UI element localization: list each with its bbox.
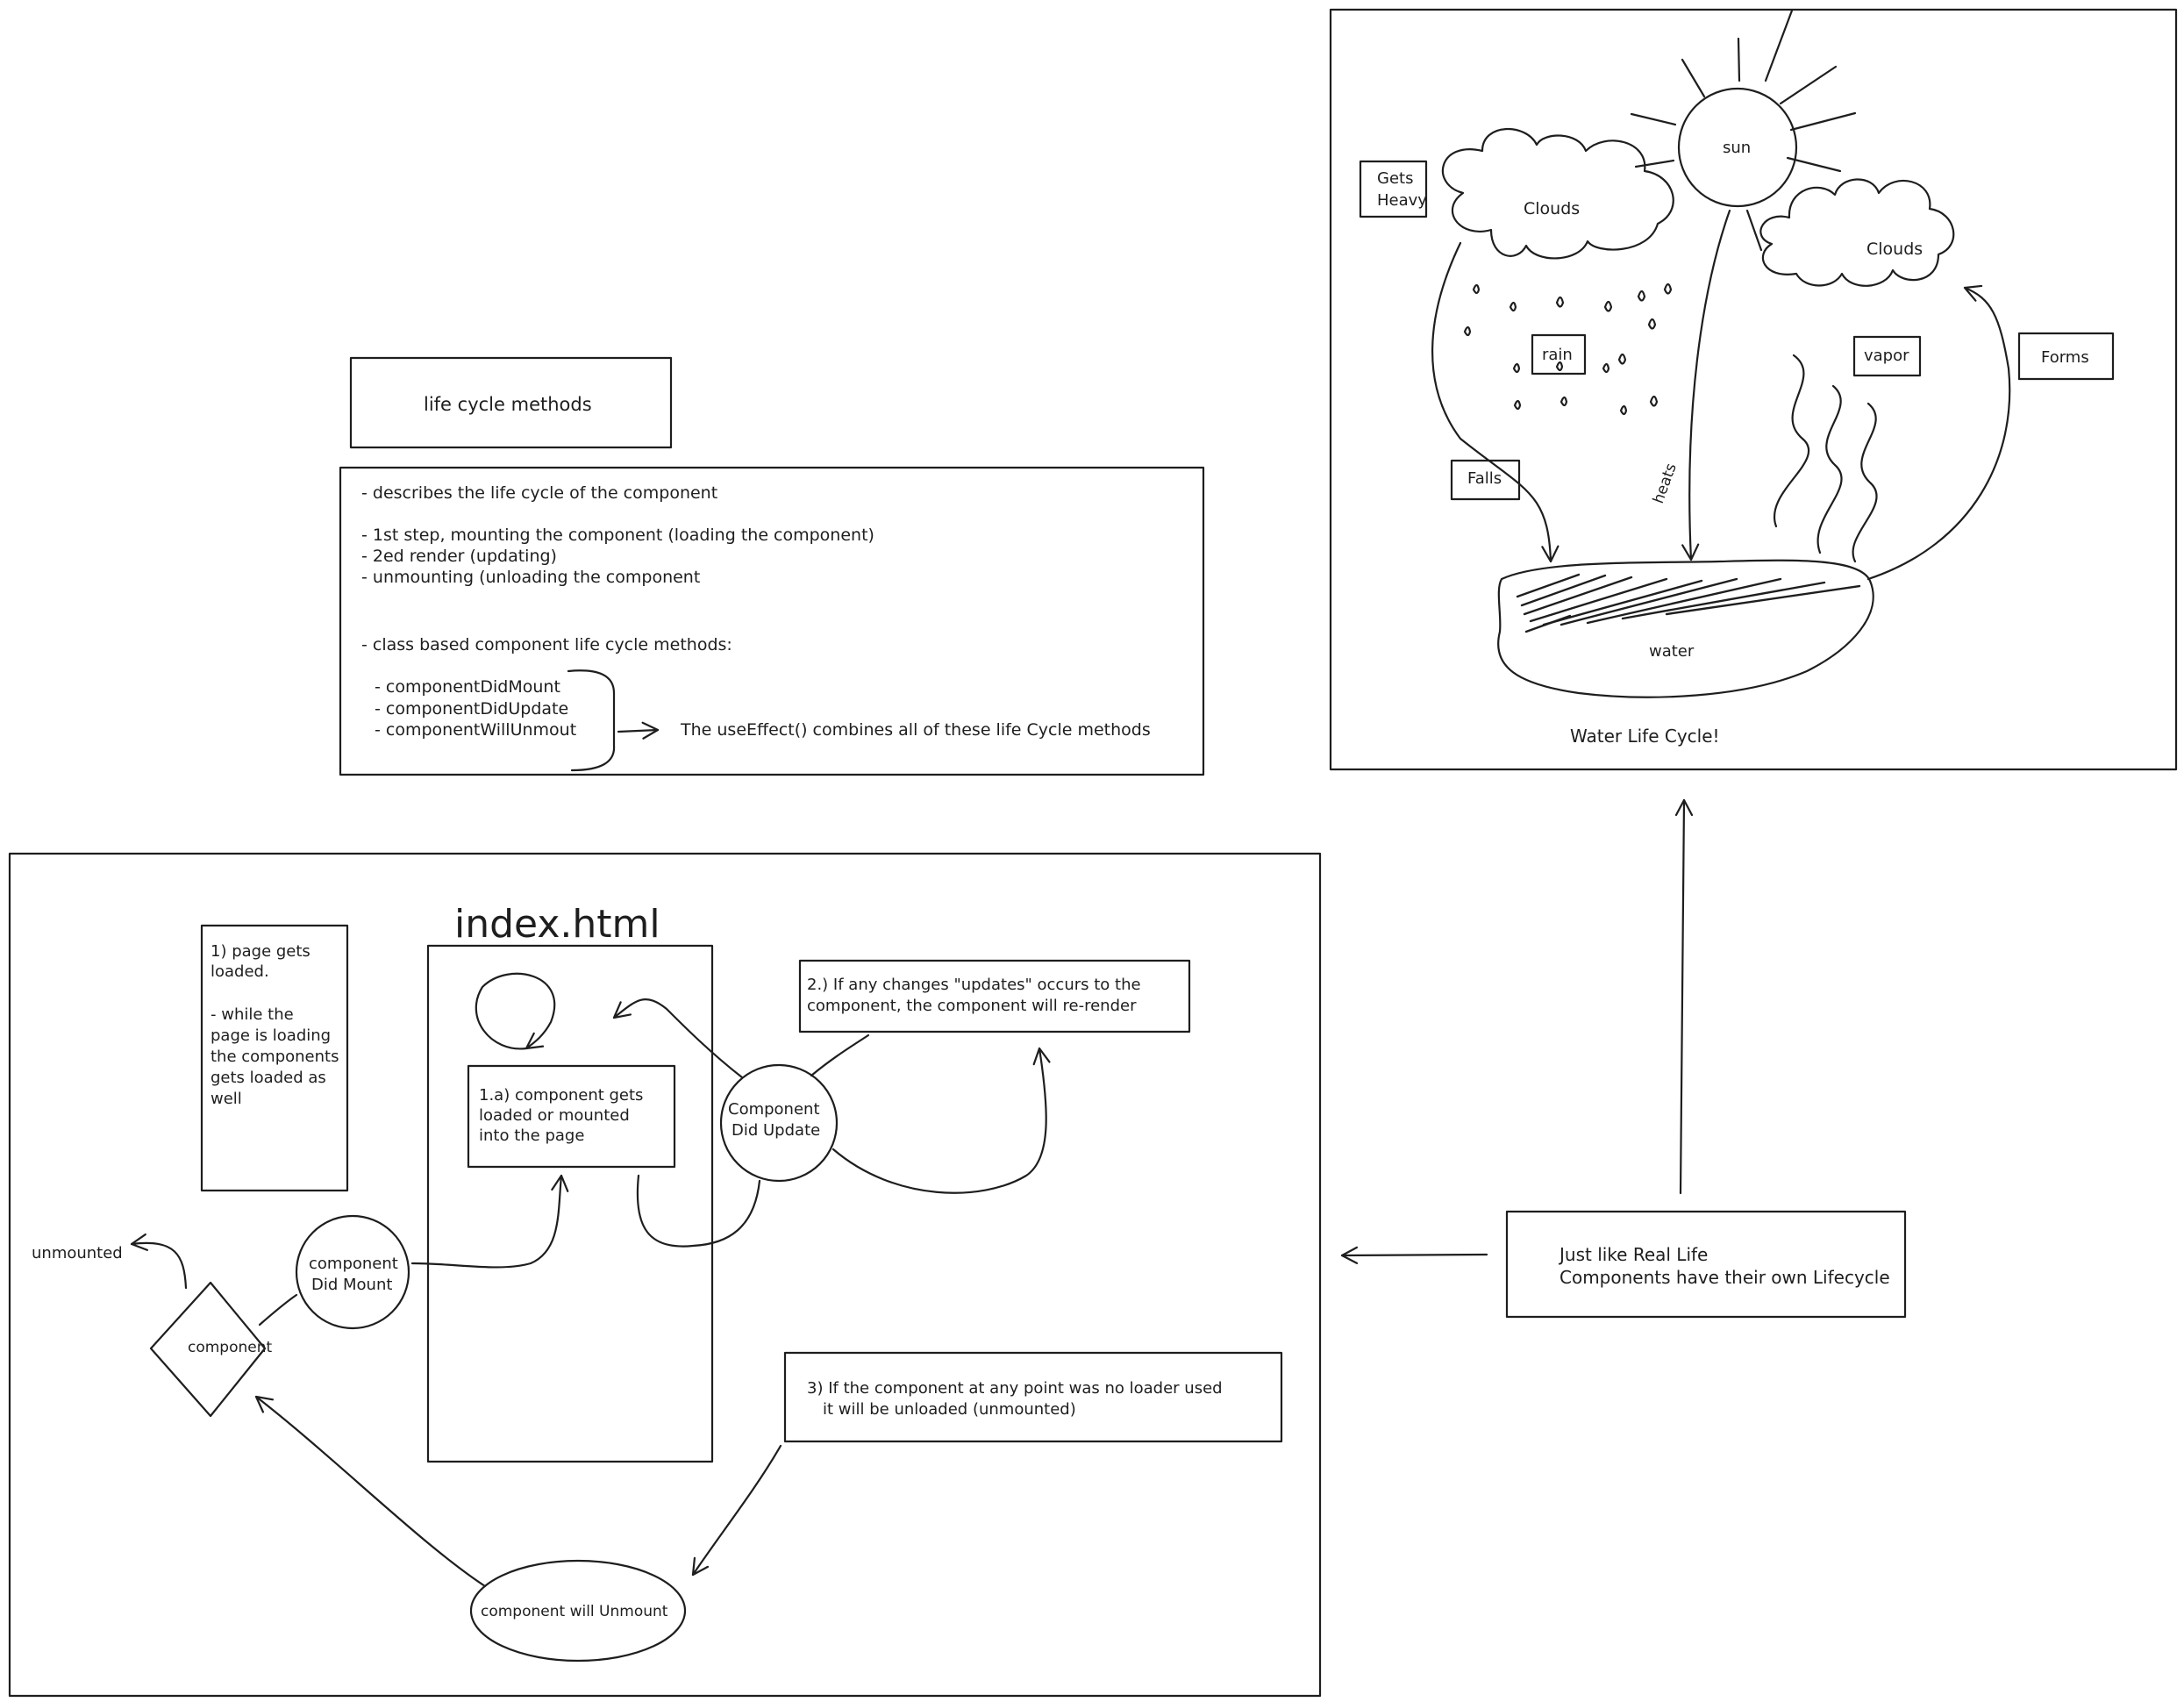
- updates-note-box: 2.) If any changes "updates" occurs to t…: [798, 959, 1191, 1033]
- method-did-update: - componentDidUpdate: [375, 699, 568, 719]
- self-loop-arrow: [475, 972, 556, 1050]
- did-update-line-2: Did Update: [732, 1121, 820, 1140]
- forms-arrow: [1866, 284, 2011, 581]
- unload-note-to-will-unmount-arrow: [691, 1444, 782, 1577]
- desc-line-3: - 1st step, mounting the component (load…: [361, 526, 874, 545]
- falls-label-box: Falls: [1450, 459, 1521, 501]
- mounted-note-line-3: into the page: [479, 1126, 584, 1145]
- falls-label: Falls: [1467, 469, 1502, 488]
- analogy-line-1: Just like Real Life: [1558, 1244, 1708, 1265]
- updates-note-line-2: component, the component will re-render: [807, 997, 1137, 1015]
- sun-rays: [1630, 9, 1857, 252]
- vapor-waves: [1773, 354, 1878, 563]
- analogy-line-2: Components have their own Lifecycle: [1559, 1267, 1890, 1288]
- component-did-mount-node[interactable]: component Did Mount: [295, 1214, 410, 1330]
- analogy-note-box[interactable]: Just like Real Life Components have thei…: [1505, 1210, 1907, 1319]
- water-label: water: [1649, 642, 1695, 661]
- did-mount-line-2: Did Mount: [311, 1276, 392, 1294]
- mounted-note-line-2: loaded or mounted: [479, 1106, 630, 1125]
- desc-line-8: - class based component life cycle metho…: [361, 635, 732, 654]
- component-will-unmount-node[interactable]: component will Unmount: [469, 1559, 687, 1663]
- did-update-to-mounted-arrow: [612, 998, 744, 1079]
- rain-label-box: rain: [1531, 333, 1587, 375]
- methods-brace: [567, 669, 616, 772]
- forms-label-box: Forms: [2017, 332, 2115, 381]
- falls-arrow: [1431, 241, 1559, 563]
- useeffect-note: The useEffect() combines all of these li…: [680, 720, 1151, 740]
- component-did-update-node[interactable]: Component Did Update: [719, 1063, 839, 1183]
- water-body: water: [1497, 559, 1874, 698]
- forms-label: Forms: [2041, 348, 2089, 367]
- component-mounted-note-box: 1.a) component gets loaded or mounted in…: [467, 1064, 676, 1169]
- did-update-to-note-line: [810, 1033, 870, 1077]
- lifecycle-methods-title: life cycle methods: [424, 394, 592, 415]
- desc-line-5: - unmounting (unloading the component: [361, 568, 700, 587]
- page-note-line-6: the components: [211, 1048, 339, 1066]
- page-note-line-1: 1) page gets: [211, 942, 310, 961]
- unload-note-box: 3) If the component at any point was no …: [783, 1351, 1283, 1443]
- did-mount-line-1: component: [309, 1255, 398, 1273]
- mounted-note-line-1: 1.a) component gets: [479, 1086, 643, 1105]
- water-cycle-frame[interactable]: sun Clouds Clouds Gets Heavy: [1329, 8, 2178, 771]
- page-note-line-8: well: [211, 1090, 242, 1108]
- page-loaded-note-box: 1) page gets loaded. - while the page is…: [200, 924, 349, 1192]
- updates-note-line-1: 2.) If any changes "updates" occurs to t…: [807, 976, 1141, 994]
- sun-label: sun: [1723, 139, 1751, 157]
- rain-label: rain: [1542, 346, 1573, 364]
- page-note-line-7: gets loaded as: [211, 1069, 326, 1087]
- unmounted-label: unmounted: [32, 1244, 123, 1262]
- gets-heavy-line-2: Heavy: [1377, 191, 1427, 210]
- sun: sun: [1677, 87, 1798, 208]
- will-unmount-to-component-arrow: [254, 1395, 487, 1588]
- index-html-title: index.html: [454, 902, 660, 947]
- lifecycle-description-box[interactable]: - describes the life cycle of the compon…: [339, 466, 1205, 776]
- unload-note-line-1: 3) If the component at any point was no …: [807, 1379, 1223, 1398]
- unload-note-line-2: it will be unloaded (unmounted): [823, 1400, 1076, 1419]
- right-cloud: Clouds: [1759, 178, 1955, 287]
- index-html-page-box[interactable]: [426, 944, 714, 1463]
- heats-arrow: [1681, 209, 1731, 561]
- component-to-did-mount-line: [258, 1293, 298, 1327]
- vapor-label-box: vapor: [1852, 335, 1922, 377]
- gets-heavy-label-box: Gets Heavy: [1359, 160, 1427, 218]
- rain-drops: [1463, 282, 1673, 416]
- method-will-unmount: - componentWillUnmout: [375, 720, 576, 740]
- water-cycle-caption: Water Life Cycle!: [1570, 726, 1720, 747]
- component-label: component: [188, 1339, 273, 1356]
- page-note-line-5: page is loading: [211, 1026, 331, 1045]
- did-update-rerender-arrow: [831, 1047, 1051, 1194]
- will-unmount-label: component will Unmount: [481, 1603, 668, 1620]
- method-did-mount: - componentDidMount: [375, 677, 560, 697]
- did-update-loop-line: [636, 1174, 761, 1248]
- analogy-to-water-cycle-arrow: [1674, 798, 1694, 1195]
- desc-line-4: - 2ed render (updating): [361, 547, 557, 566]
- page-note-line-4: - while the: [211, 1005, 294, 1024]
- left-cloud-label: Clouds: [1524, 199, 1580, 218]
- left-cloud: Clouds: [1441, 127, 1674, 260]
- did-update-line-1: Component: [728, 1100, 820, 1119]
- methods-arrow: [617, 721, 660, 740]
- gets-heavy-line-1: Gets: [1377, 169, 1413, 188]
- page-note-line-2: loaded.: [211, 962, 269, 981]
- heats-label: heats: [1650, 461, 1681, 505]
- right-cloud-label: Clouds: [1866, 240, 1923, 259]
- component-node[interactable]: component: [149, 1281, 273, 1418]
- did-mount-to-page-arrow: [410, 1174, 569, 1269]
- lifecycle-methods-title-box[interactable]: life cycle methods: [349, 356, 673, 449]
- lifecycle-diagram-frame[interactable]: 1) page gets loaded. - while the page is…: [8, 852, 1322, 1698]
- component-unmounted-arrow: [130, 1233, 188, 1290]
- water-hatching: [1516, 573, 1861, 633]
- vapor-label: vapor: [1864, 347, 1909, 365]
- desc-line-1: - describes the life cycle of the compon…: [361, 483, 717, 503]
